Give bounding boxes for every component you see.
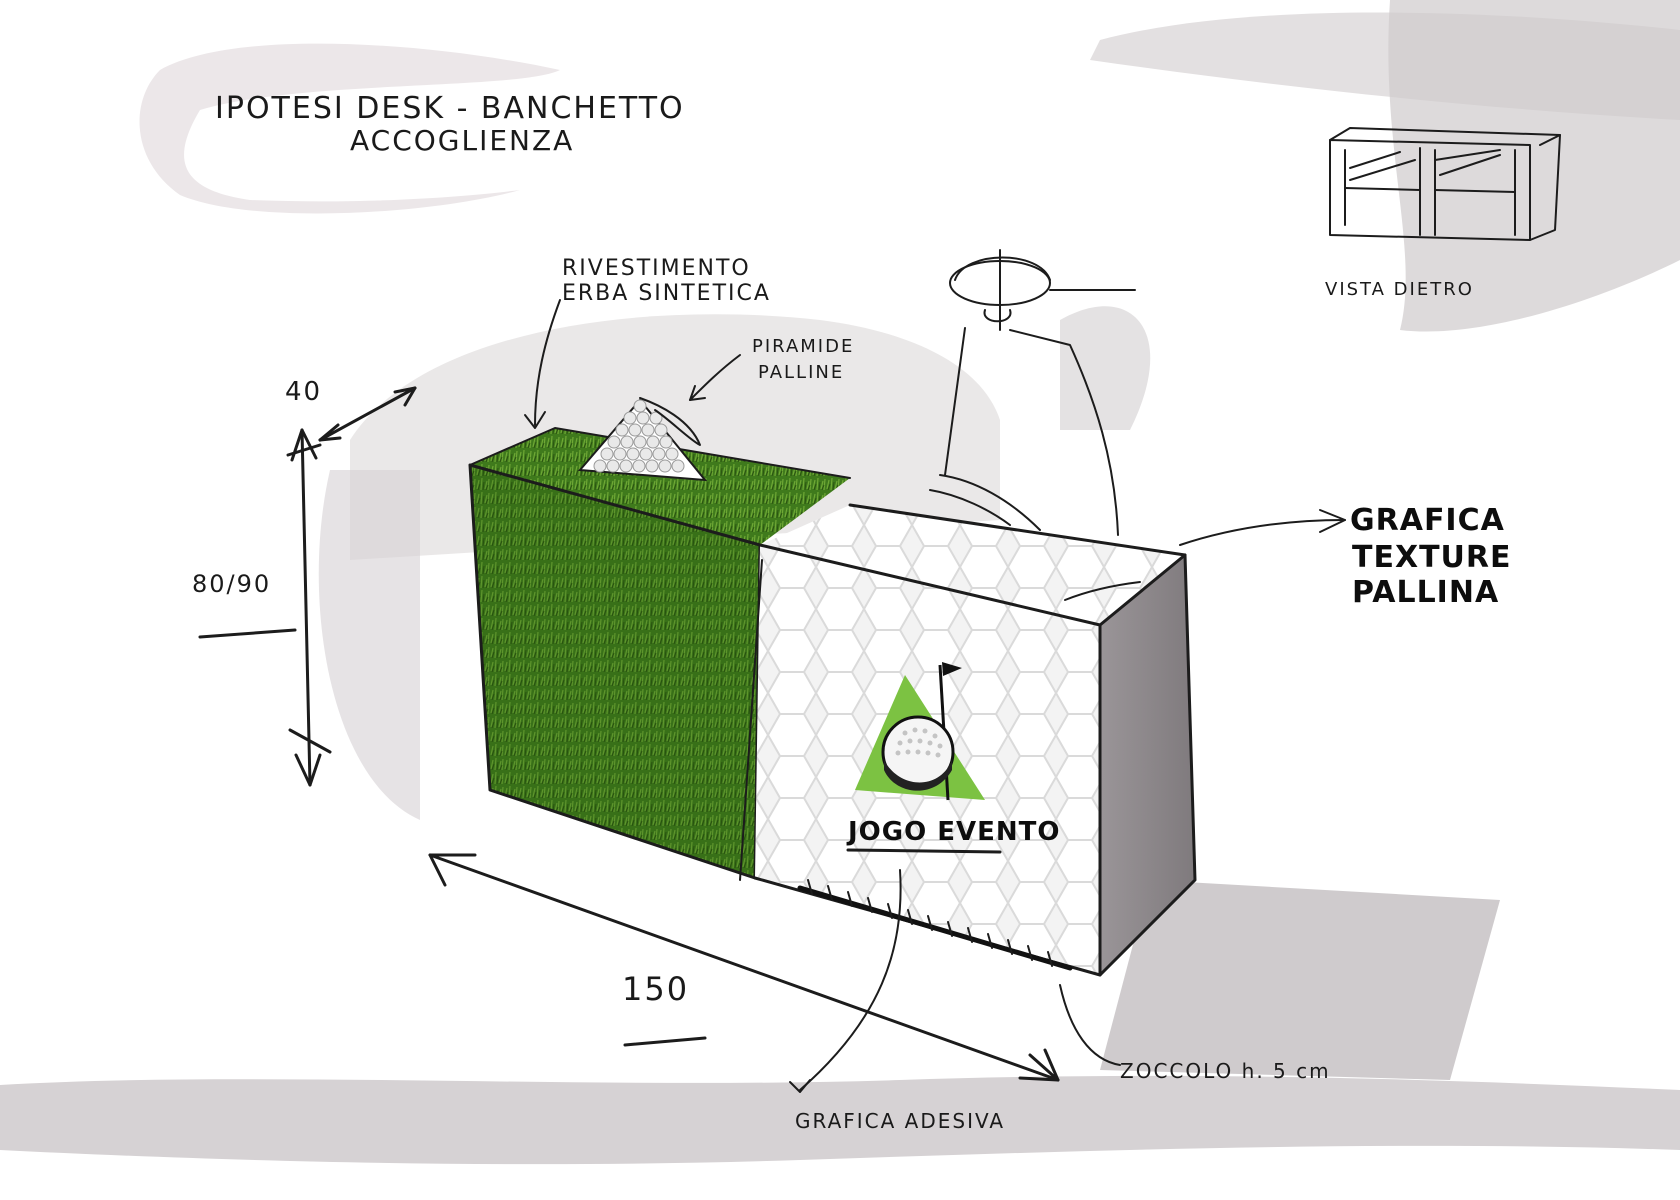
adhesive-label: GRAFICA ADESIVA: [795, 1109, 1005, 1133]
graphic-label-1: GRAFICA: [1350, 503, 1505, 538]
logo-text: JOGO EVENTO: [846, 817, 1061, 847]
ball-side: [1100, 555, 1195, 975]
pyramid-label-1: PIRAMIDE: [752, 336, 854, 357]
title-line-1: IPOTESI DESK - BANCHETTO: [215, 91, 685, 126]
pyramid-label-2: PALLINE: [758, 362, 844, 383]
height-dimension: 80/90: [192, 570, 271, 598]
ball-pyramid: [577, 397, 708, 482]
bar-stool-icon: [929, 249, 1136, 536]
plinth-hatch: [797, 879, 1073, 971]
title-line-2: ACCOGLIENZA: [350, 124, 574, 157]
logo-graphic: JOGO EVENTO: [846, 662, 1061, 854]
rear-view-label: VISTA DIETRO: [1325, 279, 1474, 300]
desk: JOGO EVENTO: [468, 397, 1197, 977]
grass-label-1: RIVESTIMENTO: [562, 256, 751, 281]
dimension-lines: [198, 386, 1060, 1082]
grass-label-2: ERBA SINTETICA: [562, 281, 771, 306]
graphic-label-2: TEXTURE: [1352, 540, 1512, 575]
leader-lines: [524, 299, 1346, 1093]
grass-top: [470, 428, 850, 545]
rear-cabinet-icon: [1329, 127, 1561, 241]
depth-dimension: 40: [285, 377, 322, 407]
grass-front: [470, 465, 760, 878]
width-dimension: 150: [622, 970, 689, 1008]
graphic-label-3: PALLINA: [1352, 575, 1499, 610]
plinth-label: ZOCCOLO h. 5 cm: [1120, 1059, 1331, 1083]
